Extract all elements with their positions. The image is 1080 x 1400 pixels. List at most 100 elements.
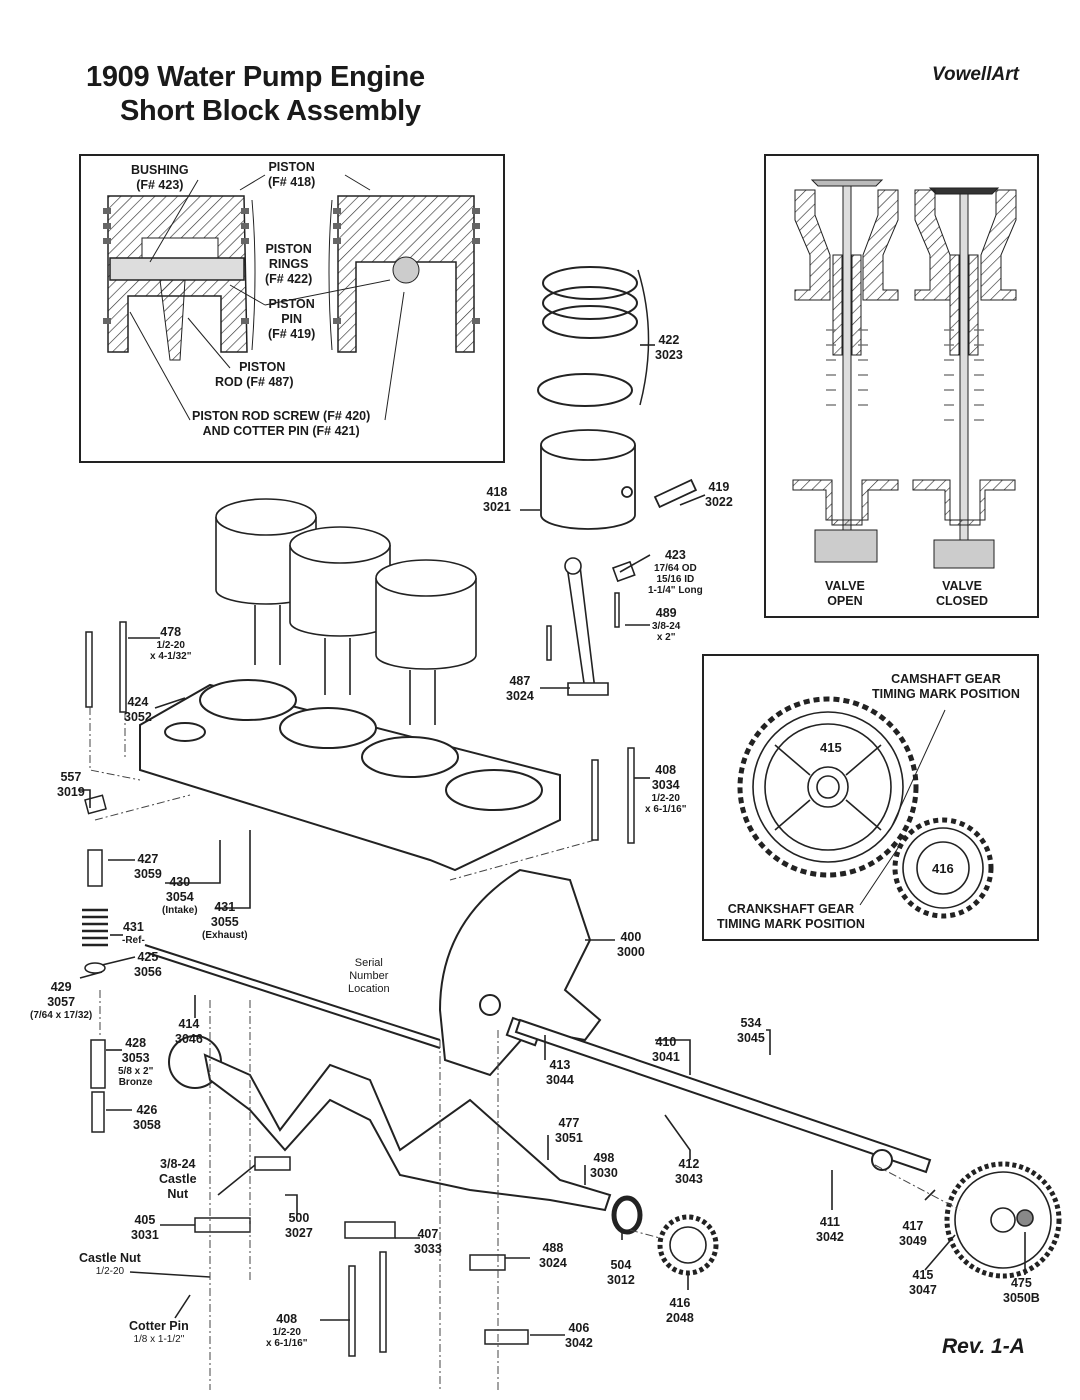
callout-id: 413 [549, 1058, 571, 1072]
oil-pan-rail-drawing [144, 944, 441, 1049]
callout-id: 419 [708, 480, 730, 494]
callout-part: 3044 [546, 1073, 574, 1087]
callout-id: 408 [655, 763, 677, 777]
crankshaft-gear-drawing [892, 817, 994, 919]
callout-note: 1-1/4" Long [648, 585, 703, 596]
piston-rings-drawing [537, 266, 650, 407]
callout-part: 3033 [414, 1242, 442, 1256]
revision-label: Rev. 1-A [942, 1335, 1025, 1358]
callout-part: 3052 [124, 710, 152, 724]
bushing-label-text: BUSHING [131, 163, 189, 177]
callout-note: x 4-1/32" [150, 651, 192, 662]
callout-id: 498 [593, 1151, 615, 1165]
callout-id: 489 [655, 606, 677, 620]
serial-number-location-label: Serial Number Location [348, 957, 390, 996]
callout-part: 3055 [210, 915, 239, 929]
callout-leader-lines [78, 344, 1026, 1336]
callout-id: 408 [276, 1312, 298, 1326]
bolts-drawing [85, 592, 635, 1357]
valve-open-drawing [792, 179, 899, 563]
piston-rod-label-line2: ROD (F# 487) [215, 375, 294, 389]
callout-part: 3049 [899, 1234, 927, 1248]
castle-nut-small-line1: 3/8-24 [160, 1157, 196, 1171]
castle-nut-small-label: 3/8-24 Castle Nut [159, 1157, 197, 1202]
valve-inset-frame [764, 154, 1039, 618]
valve-closed-label: VALVE CLOSED [936, 579, 988, 609]
piston-label: PISTON (F# 418) [268, 160, 315, 190]
piston-cutaway-left [103, 195, 249, 361]
piston-pin-label: PISTON PIN (F# 419) [268, 297, 315, 342]
callout-note: 3/8-24 [652, 621, 681, 632]
callout-part: 3056 [134, 965, 162, 979]
callout-note: x 2" [656, 632, 676, 643]
camshaft-timing-label-line1: CAMSHAFT GEAR [891, 672, 1001, 686]
callout-part: 3000 [617, 945, 645, 959]
valve-closed-label-line1: VALVE [942, 579, 982, 593]
callout-id: 504 [610, 1258, 632, 1272]
crank-gear-number: 416 [932, 861, 954, 876]
piston-rings-label-line1: PISTON [265, 242, 312, 256]
callout-part: 3042 [565, 1336, 593, 1350]
callout-part: 3024 [506, 689, 534, 703]
piston-cutaway-right [333, 195, 480, 353]
callout-id: 423 [664, 548, 686, 562]
serial-line3: Location [348, 983, 390, 995]
piston-rings-label-line2: RINGS [268, 257, 309, 271]
cotter-pin-label: Cotter Pin 1/8 x 1-1/2" [129, 1319, 189, 1346]
callout-part: 3053 [121, 1051, 150, 1065]
piston-rod-label: PISTON ROD (F# 487) [215, 360, 294, 390]
callout-id: 416 [669, 1296, 691, 1310]
castle-nut-small-line3: Nut [167, 1187, 189, 1201]
callout-note: Bronze [118, 1077, 153, 1088]
callout-id: 477 [558, 1116, 580, 1130]
callout-id: 411 [819, 1215, 840, 1229]
connecting-rod-drawing [564, 557, 636, 696]
callout-id: 407 [417, 1227, 439, 1241]
callout-id: 415 [912, 1268, 934, 1282]
camshaft-timing-label: CAMSHAFT GEAR TIMING MARK POSITION [872, 672, 1020, 702]
callout-id: 487 [509, 674, 531, 688]
rod-screw-label: PISTON ROD SCREW (F# 420) AND COTTER PIN… [192, 409, 370, 439]
piston-pin-label-ref: (F# 419) [268, 327, 316, 341]
crankshaft-timing-label: CRANKSHAFT GEAR TIMING MARK POSITION [717, 902, 865, 932]
callout-note: 15/16 ID [656, 574, 695, 585]
rod-screw-label-line2: AND COTTER PIN (F# 421) [202, 424, 360, 438]
timing-inset-frame [702, 654, 1039, 941]
callout-id: 405 [134, 1213, 156, 1227]
callout-id: 414 [178, 1017, 200, 1031]
callout-id: 406 [568, 1321, 590, 1335]
callout-note: (Exhaust) [202, 930, 248, 941]
callout-id: 431 [214, 900, 236, 914]
callout-part: -Ref- [122, 935, 145, 946]
valve-closed-drawing [912, 187, 1017, 569]
piston-pin-label-line1: PISTON [268, 297, 315, 311]
crankshaft-drawing [168, 1035, 612, 1212]
callout-note: x 6-1/16" [266, 1338, 308, 1349]
crankshaft-timing-label-line2: TIMING MARK POSITION [717, 917, 865, 931]
castle-nut-large-text: Castle Nut [79, 1251, 141, 1265]
camshaft-timing-label-line2: TIMING MARK POSITION [872, 687, 1020, 701]
callout-id: 418 [486, 485, 508, 499]
callout-id: 417 [902, 1219, 924, 1233]
castle-nut-large-label: Castle Nut 1/2-20 [79, 1251, 141, 1278]
rod-screw-label-line1: PISTON ROD SCREW (F# 420) [192, 409, 371, 423]
callout-id: 478 [160, 625, 182, 639]
callout-note: (Intake) [162, 905, 198, 916]
piston-pin-label-line2: PIN [281, 312, 303, 326]
piston-rings-label: PISTON RINGS (F# 422) [265, 242, 312, 287]
callout-id: 422 [658, 333, 680, 347]
callout-note: 1/2-20 [272, 1327, 301, 1338]
